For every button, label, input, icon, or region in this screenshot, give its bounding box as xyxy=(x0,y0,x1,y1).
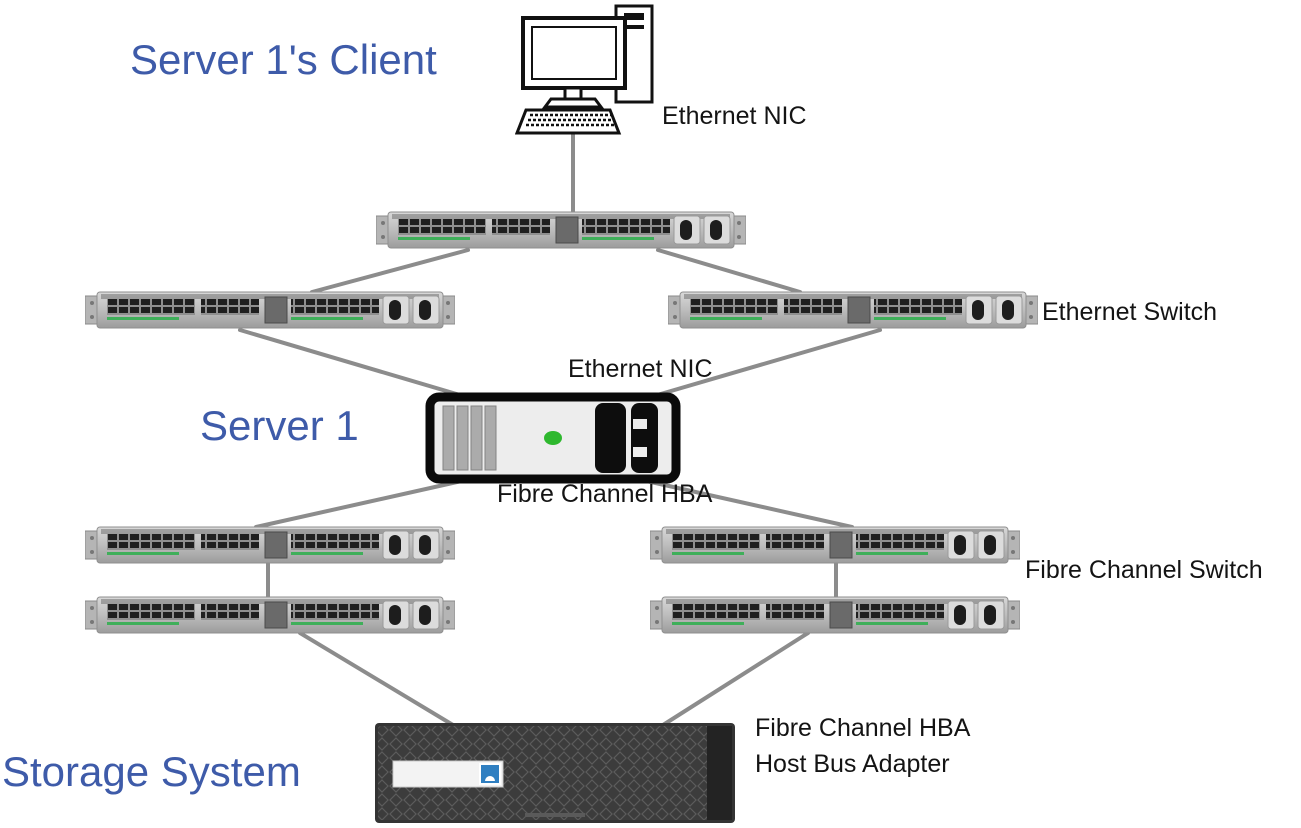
storage-hba-label-line1: Fibre Channel HBA xyxy=(755,714,971,742)
fc-switch-right-1 xyxy=(650,525,1020,565)
client-computer-icon xyxy=(515,4,665,139)
storage-hba-label-line2: Host Bus Adapter xyxy=(755,750,950,778)
server-icon xyxy=(425,392,681,484)
client-label: Server 1's Client xyxy=(130,36,437,83)
ethernet-switch-label: Ethernet Switch xyxy=(1042,298,1218,326)
edge-top-switch-to-right-switch xyxy=(656,248,802,294)
edge-left-fc-switch-to-storage xyxy=(298,631,455,727)
edge-server-to-left-fc-switch xyxy=(254,478,468,529)
ethernet-switch-left xyxy=(85,290,455,330)
ethernet-switch-top xyxy=(376,210,746,250)
edge-server-to-right-fc-switch xyxy=(640,478,854,529)
edge-top-switch-to-left-switch xyxy=(310,248,470,294)
storage-label: Storage System xyxy=(2,748,301,795)
fc-switch-left-1 xyxy=(85,525,455,565)
edge-left-switch-to-server xyxy=(238,328,472,400)
server-label: Server 1 xyxy=(200,402,359,449)
edge-right-switch-to-server xyxy=(645,328,882,400)
fc-switch-right-2 xyxy=(650,595,1020,635)
fc-switch-label: Fibre Channel Switch xyxy=(1025,556,1263,584)
storage-system-icon xyxy=(375,723,735,823)
ethernet-switch-right xyxy=(668,290,1038,330)
storage-hba-label: Fibre Channel HBA Host Bus Adapter xyxy=(755,710,970,782)
server-nic-label: Ethernet NIC xyxy=(568,355,713,383)
edge-right-fc-switch-to-storage xyxy=(661,631,810,727)
server-hba-label: Fibre Channel HBA xyxy=(497,480,713,508)
client-nic-label: Ethernet NIC xyxy=(662,102,807,130)
fc-switch-left-2 xyxy=(85,595,455,635)
